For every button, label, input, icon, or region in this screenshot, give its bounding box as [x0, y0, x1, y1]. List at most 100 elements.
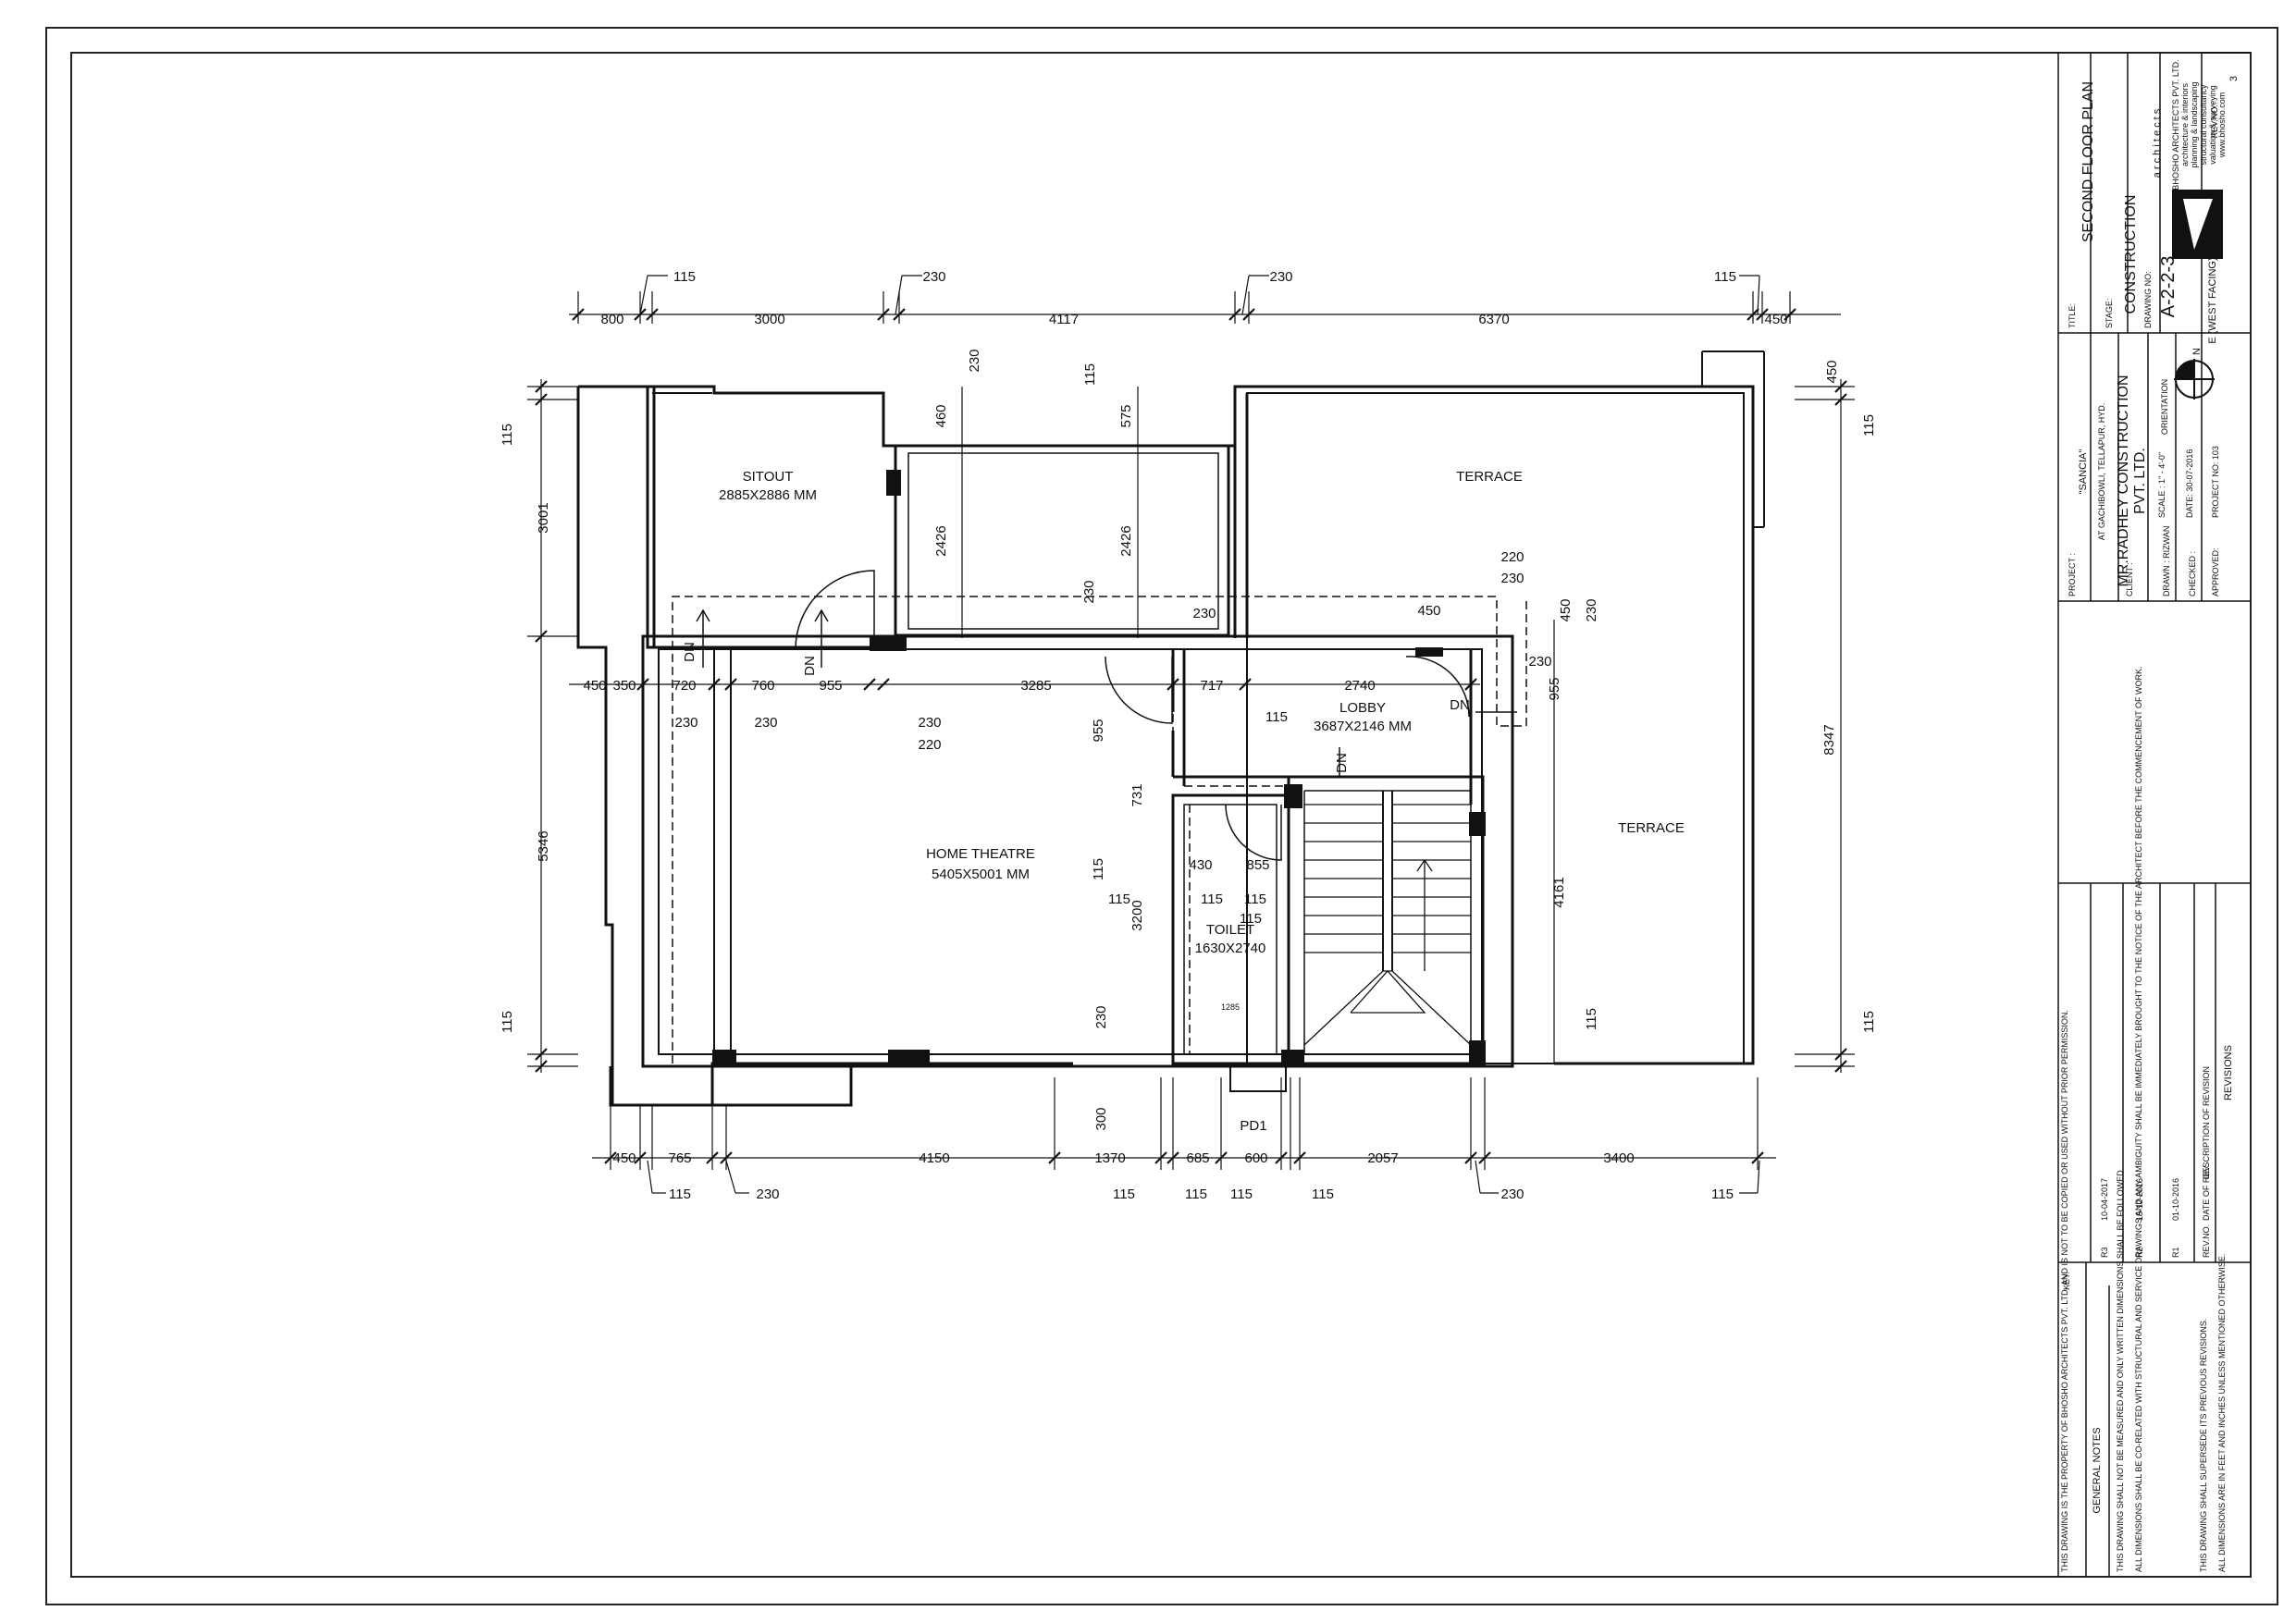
- dim-230: 230: [756, 1187, 779, 1202]
- dim-955: 955: [1547, 677, 1562, 700]
- dim-115: 115: [500, 1011, 515, 1033]
- rev-r1-date: 01-10-2016: [2171, 1178, 2180, 1221]
- dim-717: 717: [1200, 678, 1223, 694]
- room-label-home-theatre: HOME THEATRE: [926, 846, 1035, 862]
- room-size-home-theatre: 5405X5001 MM: [932, 867, 1030, 882]
- rev-r3-date: 10-04-2017: [2100, 1178, 2109, 1221]
- drawn-by: DRAWN : RIZWAN: [2162, 526, 2171, 596]
- room-label-terrace: TERRACE: [1618, 820, 1685, 836]
- dim-115: 115: [1185, 1187, 1207, 1202]
- columns: [712, 470, 1486, 1066]
- note-1: THIS DRAWING SHALL NOT BE MEASURED AND O…: [2116, 1168, 2125, 1572]
- dim-230: 230: [674, 715, 697, 731]
- dim-3001: 3001: [536, 502, 551, 533]
- dim-450: 450: [612, 1150, 636, 1166]
- dim-230: 230: [1500, 571, 1524, 586]
- notes-title: GENERAL NOTES: [2092, 1427, 2103, 1513]
- dim-3400: 3400: [1603, 1150, 1634, 1166]
- dim-220: 220: [1500, 549, 1524, 565]
- firm-line-3: structural consultancy: [2199, 84, 2208, 166]
- dim-955: 955: [819, 678, 842, 694]
- dim-115: 115: [1244, 891, 1266, 907]
- dn-label: DN: [1450, 697, 1470, 713]
- room-size-toilet: 1630X2740: [1195, 941, 1266, 956]
- plan-walls: [576, 350, 1765, 1107]
- note-4: ALL DIMENSIONS ARE IN FEET AND INCHES UN…: [2217, 1254, 2227, 1572]
- dim-115: 115: [673, 269, 696, 285]
- dim-115: 115: [1584, 1008, 1599, 1030]
- note-3: THIS DRAWING SHALL SUPERSEDE ITS PREVIOU…: [2199, 1319, 2208, 1572]
- dim-720: 720: [673, 678, 696, 694]
- dim-450: 450: [1417, 603, 1440, 619]
- drawing-date: DATE: 30-07-2016: [2185, 449, 2194, 518]
- firm-line-1: architecture & interiors: [2180, 82, 2190, 166]
- dim-230: 230: [967, 349, 982, 372]
- dim-230: 230: [1269, 269, 1292, 285]
- rev-head-date: DATE OF REV.: [2202, 1164, 2211, 1221]
- stage-label: STAGE:: [2105, 299, 2114, 328]
- firm-line-4: valuation & surveying: [2208, 85, 2217, 165]
- revisions-label: REVISIONS: [2223, 1045, 2234, 1100]
- orientation-label: ORIENTATION: [2160, 379, 2169, 435]
- dim-8347: 8347: [1821, 724, 1837, 755]
- dim-731: 731: [1129, 783, 1145, 806]
- dim-220: 220: [918, 737, 941, 753]
- dim-230: 230: [1093, 1005, 1109, 1028]
- room-label-pd1: PD1: [1240, 1118, 1266, 1134]
- room-size-sitout: 2885X2886 MM: [719, 487, 817, 503]
- dn-label: DN: [682, 642, 697, 662]
- dim-115: 115: [1091, 858, 1106, 880]
- dim-2740: 2740: [1344, 678, 1375, 694]
- dim-855: 855: [1246, 857, 1269, 873]
- room-label-toilet: TOILET: [1206, 922, 1254, 938]
- facing: E (WEST FACING): [2207, 257, 2218, 343]
- dim-765: 765: [668, 1150, 691, 1166]
- dim-450: 450: [1764, 312, 1787, 327]
- checked-by: CHECKED :: [2188, 551, 2197, 596]
- rev-r2: R2: [2135, 1247, 2144, 1258]
- dim-115: 115: [1861, 1011, 1877, 1033]
- rev-head-desc: DESCRIPTION OF REVISION: [2202, 1066, 2211, 1179]
- dim-685: 685: [1186, 1150, 1209, 1166]
- rev-r3: R3: [2100, 1247, 2109, 1258]
- dim-1370: 1370: [1094, 1150, 1125, 1166]
- dim-230: 230: [1500, 1187, 1524, 1202]
- dim-3000: 3000: [754, 312, 784, 327]
- firm-logo-icon: [2172, 190, 2223, 259]
- dim-460: 460: [933, 404, 949, 427]
- dim-115: 115: [1108, 891, 1130, 907]
- drawing-stage: CONSTRUCTION: [2123, 195, 2139, 314]
- dim-450: 450: [1824, 360, 1840, 383]
- firm-word: a r c h i t e c t s: [2152, 108, 2163, 178]
- scale: SCALE : 1" - 4'-0": [2157, 452, 2166, 518]
- dim-230: 230: [1528, 654, 1551, 670]
- project-label: PROJECT :: [2068, 553, 2077, 596]
- sheet-inner-border: [70, 52, 2252, 1578]
- dim-2426: 2426: [933, 525, 949, 556]
- dim-230: 230: [1584, 598, 1599, 621]
- dim-450: 450: [583, 678, 606, 694]
- dim-955: 955: [1091, 719, 1106, 742]
- dim-300: 300: [1093, 1107, 1109, 1130]
- client-name-2: PVT. LTD.: [2132, 448, 2148, 514]
- dim-115: 115: [1113, 1187, 1135, 1202]
- sheet-outer-border: [45, 27, 2278, 1605]
- dim-115: 115: [1265, 709, 1288, 725]
- rev-no-value: 3: [2228, 76, 2240, 81]
- dim-115: 115: [500, 424, 515, 446]
- dim-115: 115: [669, 1187, 691, 1202]
- dim-4117: 4117: [1049, 312, 1079, 327]
- drawing-no-label: DRAWING NO:: [2143, 271, 2153, 328]
- firm-line-5: www.bhosho.com: [2217, 92, 2227, 159]
- dim-115: 115: [1230, 1187, 1253, 1202]
- dim-760: 760: [751, 678, 774, 694]
- dim-115: 115: [1714, 269, 1736, 285]
- firm-line-2: planning & landscaping: [2190, 81, 2199, 167]
- project-name: "SANCIA": [2078, 449, 2089, 495]
- dim-450: 450: [1558, 598, 1574, 621]
- dim-230: 230: [1081, 580, 1097, 603]
- dim-115: 115: [1711, 1187, 1734, 1202]
- dim-3200: 3200: [1129, 900, 1145, 930]
